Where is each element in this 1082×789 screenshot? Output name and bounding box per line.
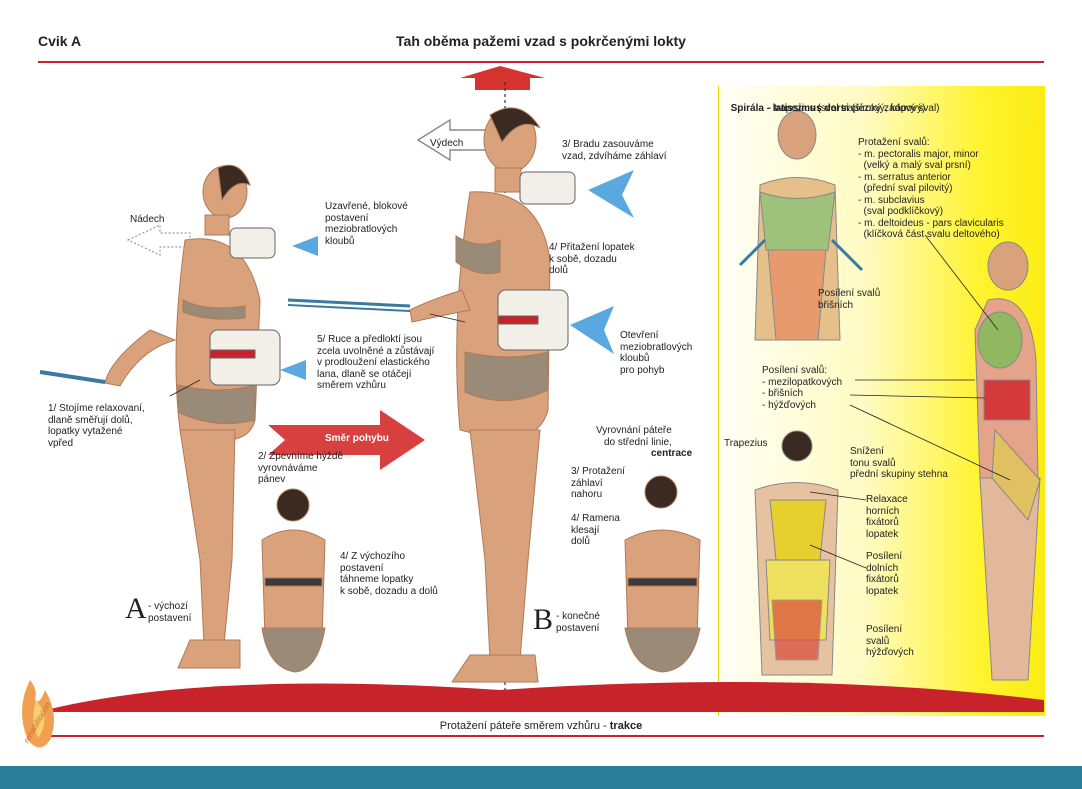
figure-b-side	[409, 107, 551, 683]
step-1-label: 1/ Stojíme relaxovaní, dlaně směřují dol…	[48, 403, 145, 449]
exercise-label: Cvik A	[38, 33, 82, 49]
open-joints-label: Otevření meziobratlových kloubů pro pohy…	[620, 330, 693, 376]
position-a-letter: A	[125, 592, 147, 625]
page-title: Tah oběma pažemi vzad s pokrčenými lokty	[396, 33, 686, 49]
spiral-heading-rest: (široký zádový sval)	[848, 102, 940, 114]
centration-label: centrace	[651, 448, 693, 459]
band-a	[39, 370, 106, 384]
b-step-4-label: 4/ Ramena klesají dolů	[571, 513, 620, 547]
position-b-label: - konečné postavení	[556, 611, 600, 634]
leader-6	[809, 491, 867, 501]
blue-arrow-2	[280, 360, 306, 380]
inhale-arrow	[126, 224, 191, 256]
trapezius-label: Trapezius	[724, 438, 768, 449]
up-arrow	[460, 66, 545, 90]
bottom-band	[0, 766, 1082, 789]
trapezius-line: - trapezius (sval trapézový, kápový)	[768, 103, 926, 114]
leader-4	[924, 234, 999, 331]
blue-arrow-1	[292, 236, 318, 256]
header-divider	[38, 61, 1044, 63]
figure-a-side	[104, 164, 261, 669]
anatomy-back	[754, 430, 839, 676]
b-step-3-label: 3/ Protažení záhlaví nahoru	[571, 466, 625, 500]
leader-5	[809, 544, 867, 569]
anatomy-side	[974, 241, 1041, 681]
step-2-label: 2/ Zpevníme hýždě vyrovnáváme pánev	[258, 451, 344, 485]
leader-2	[849, 394, 986, 399]
anatomy-front	[738, 110, 864, 341]
blue-arrow-3	[588, 170, 634, 218]
lower-fixators-label: Posílení dolních fixátorů lopatek	[866, 551, 903, 597]
logo-flame	[21, 680, 54, 748]
position-a-label: - výchozí postavení	[148, 601, 192, 624]
movement-arrow-shape	[268, 410, 425, 470]
stretch-list: Protažení svalů: - m. pectoralis major, …	[858, 137, 1004, 240]
gluteal-strengthen-label: Posílení svalů hýžďových	[866, 624, 914, 658]
vertebra-3	[519, 171, 576, 205]
tone-reduction-label: Snížení tonu svalů přední skupiny stehna	[850, 446, 948, 480]
abdominal-strengthen-label: Posílení svalů břišních	[818, 288, 881, 311]
footer-caption-text: Protažení páteře směrem vzhůru -	[439, 720, 610, 732]
band-b	[287, 298, 411, 308]
leader-8	[169, 379, 201, 397]
footer-caption-bold: trakce	[609, 720, 643, 732]
band-b2	[287, 304, 411, 312]
relaxation-label: Relaxace horních fixátorů lopatek	[866, 494, 908, 540]
position-b-letter: B	[533, 603, 554, 636]
strengthen-list: Posílení svalů: - mezilopatkových - břiš…	[762, 365, 843, 411]
leader-7	[429, 313, 466, 323]
left-arch	[38, 683, 500, 712]
inhale-label: Nádech	[130, 214, 165, 225]
footer-caption: Protažení páteře směrem vzhůru - trakce	[0, 720, 1082, 732]
alignment-label: Vyrovnání páteře do střední linie,	[596, 425, 672, 448]
leader-3	[849, 404, 1011, 481]
step-4a-label: 4/ Přitažení lopatek k sobě, dozadu dolů	[549, 242, 635, 276]
movement-arrow-label: Směr pohybu	[325, 433, 389, 444]
vertebra-2	[209, 329, 281, 386]
exhale-label: Výdech	[430, 138, 464, 149]
blue-arrow-4	[570, 306, 614, 354]
step-4b-label: 4/ Z výchozího postavení táhneme lopatky…	[340, 551, 438, 597]
spiral-heading: Spirála - latissimus dorsi (široký zádov…	[725, 91, 940, 114]
figure-b-back	[624, 475, 701, 673]
step-5-label: 5/ Ruce a předloktí jsou zcela uvolněné …	[317, 334, 435, 391]
closed-joints-label: Uzavřené, blokové postavení meziobratlov…	[325, 201, 408, 247]
step-3-label: 3/ Bradu zasouváme vzad, zdvíháme záhlav…	[562, 139, 667, 162]
right-arch	[500, 682, 1044, 712]
figure-a-back	[261, 488, 326, 673]
vertebra-4	[497, 289, 569, 351]
vertebra-1	[229, 227, 276, 259]
spiral-heading-bold: Spirála - latissimus dorsi	[730, 102, 849, 114]
